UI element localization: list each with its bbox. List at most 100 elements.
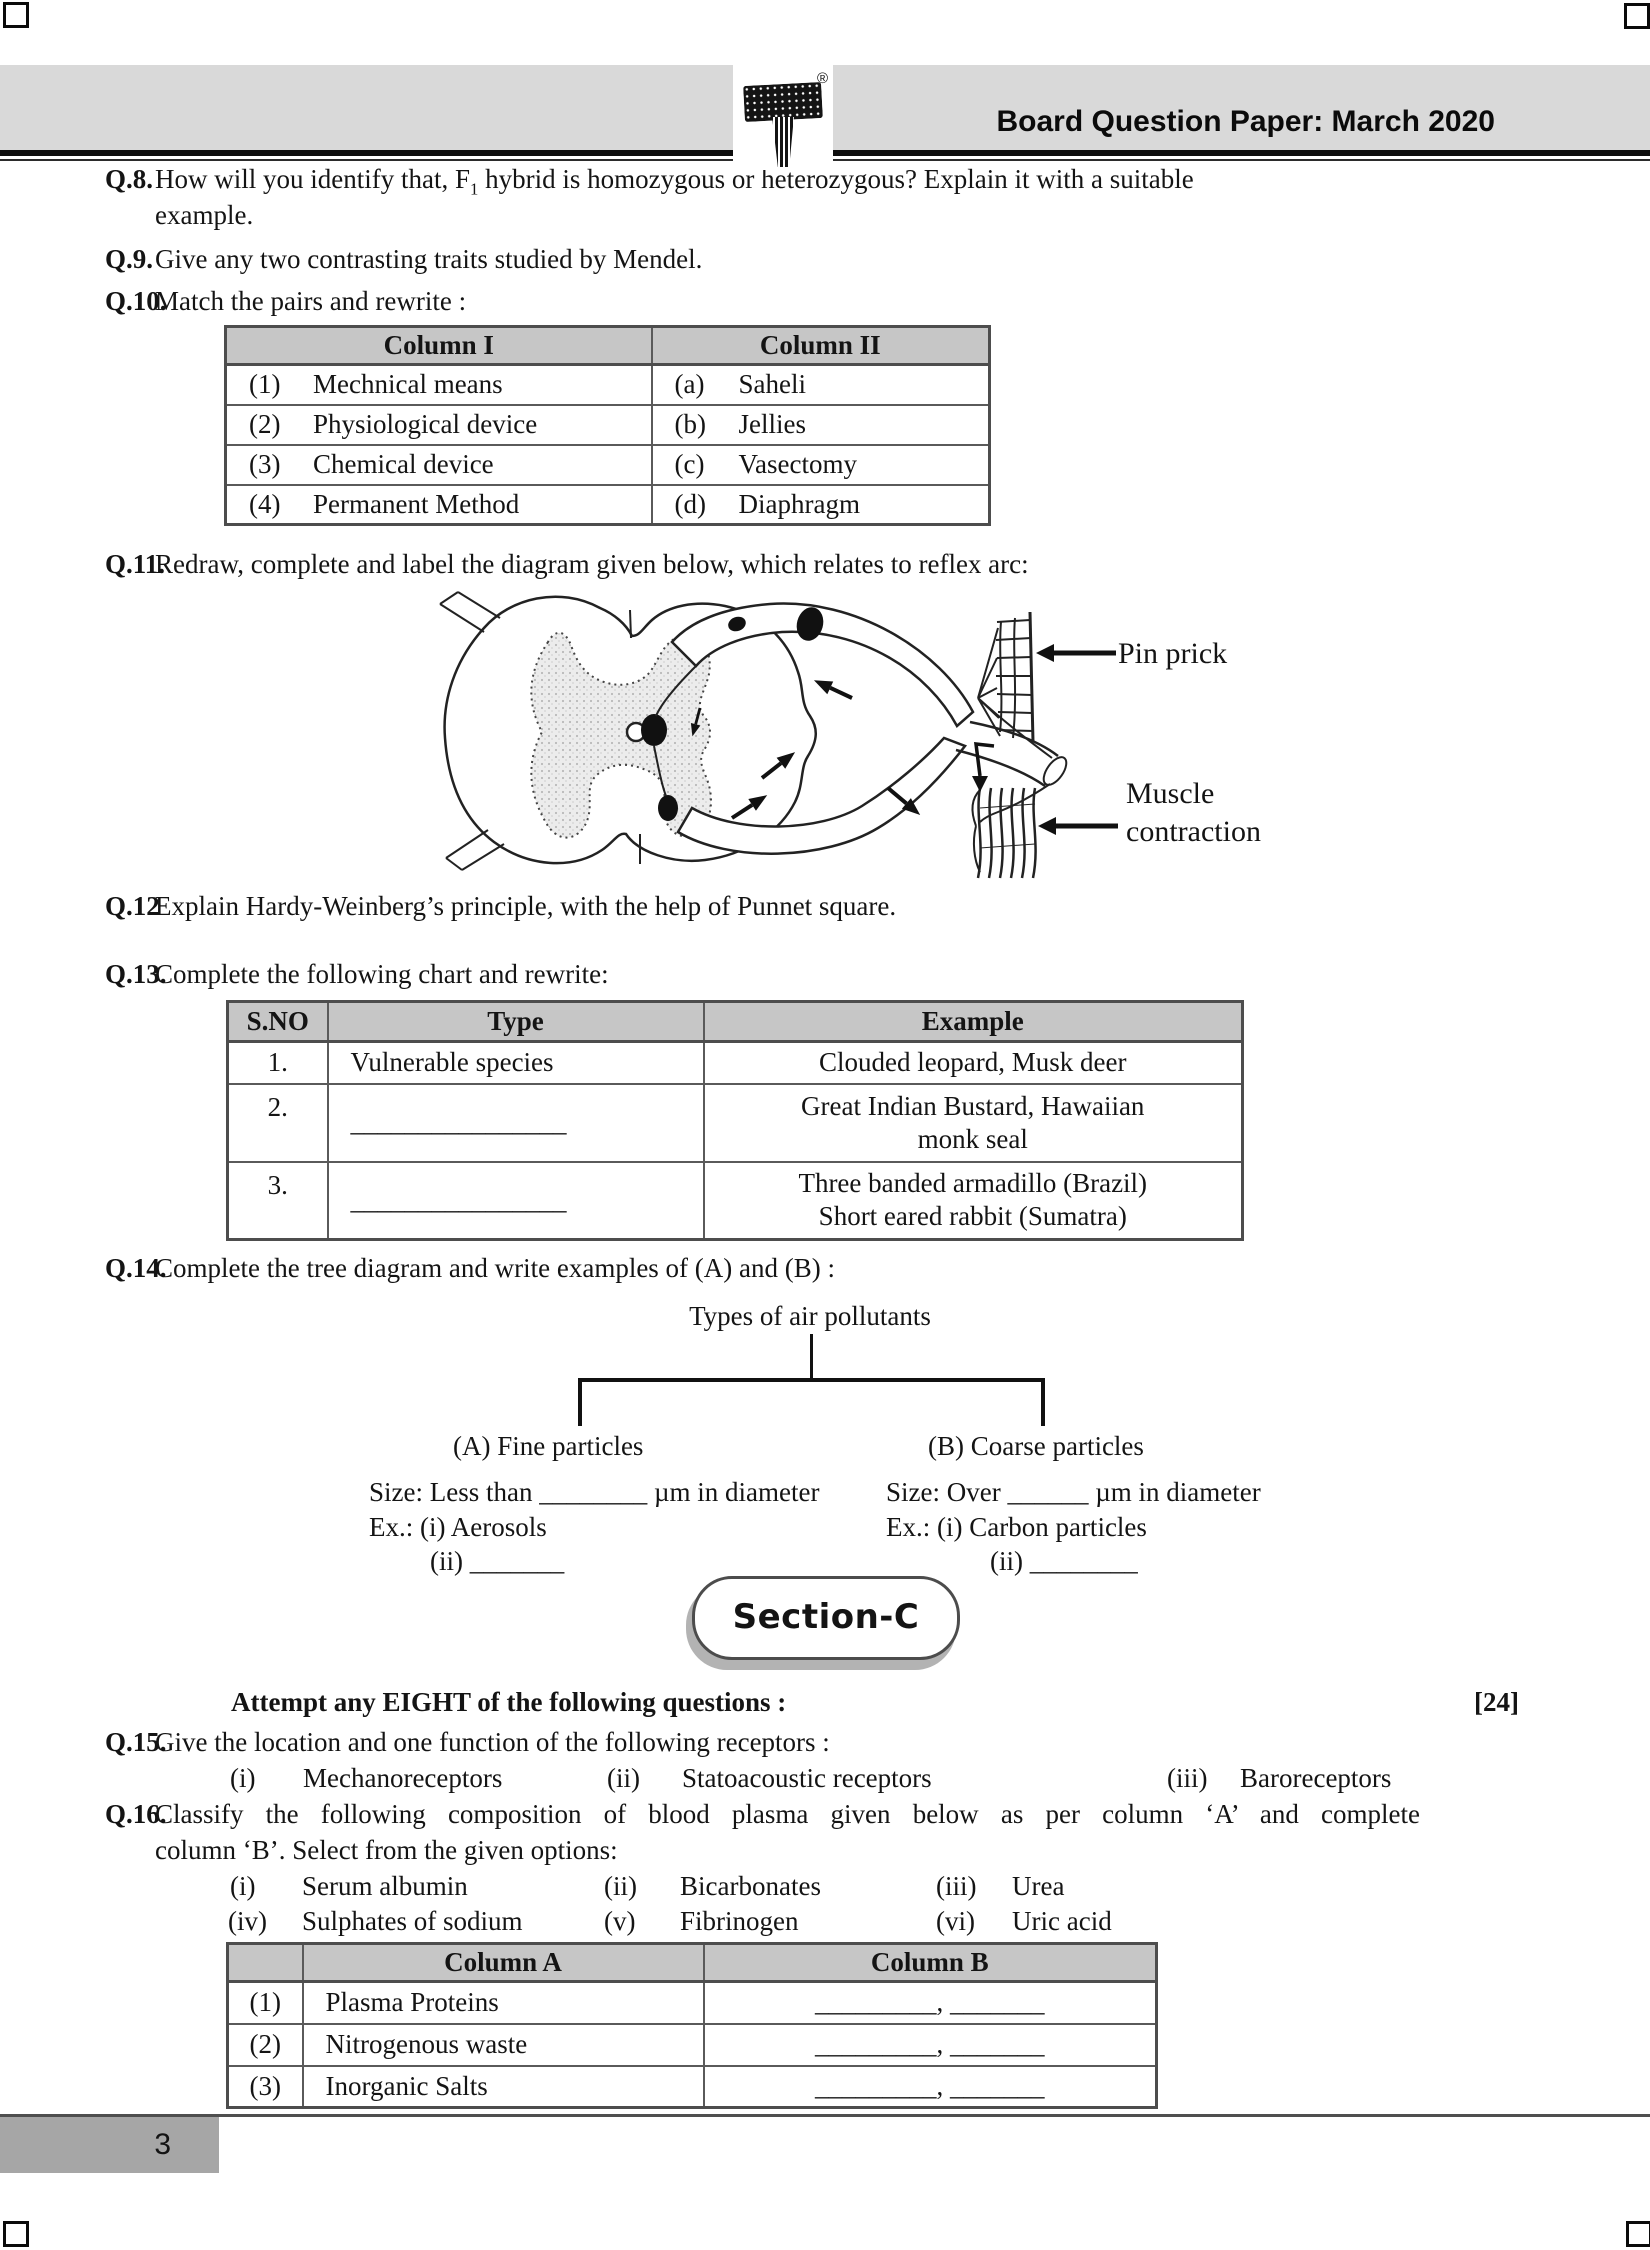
tree-b-size: Size: Over ______ µm in diameter <box>886 1477 1261 1507</box>
q15-option-num: (iii) <box>1167 1763 1208 1793</box>
column-b-blank: _________, _______ <box>702 2064 1158 2109</box>
table-row: (3) Inorganic Salts _________, _______ <box>226 2064 1158 2109</box>
q16-option-label: Fibrinogen <box>680 1906 799 1936</box>
blood-plasma-table: Column A Column B (1) Plasma Proteins __… <box>226 1942 1158 2109</box>
table-row: 2. ________________ Great Indian Bustard… <box>226 1082 1244 1163</box>
q16-option-num: (i) <box>230 1871 256 1901</box>
table-row: (2)Physiological device (b)Jellies <box>224 403 991 446</box>
match-pairs-table: Column I Column II (1)Mechnical means (a… <box>224 325 991 526</box>
q15-option-label: Baroreceptors <box>1240 1763 1392 1793</box>
table-row: (2) Nitrogenous waste _________, _______ <box>226 2022 1158 2067</box>
q16-option-num: (iv) <box>228 1906 267 1936</box>
example-line1: Great Indian Bustard, Hawaiian <box>801 1090 1145 1121</box>
cell-text: Saheli <box>738 369 807 400</box>
q15-option-label: Mechanoreceptors <box>303 1763 503 1793</box>
table-row: (4)Permanent Method (d)Diaphragm <box>224 483 991 526</box>
logo-hammer-head-icon <box>743 81 823 123</box>
example-line2: Short eared rabbit (Sumatra) <box>818 1201 1127 1232</box>
q15-text: Give the location and one function of th… <box>155 1727 830 1757</box>
q11-text: Redraw, complete and label the diagram g… <box>155 549 1029 579</box>
q13-text: Complete the following chart and rewrite… <box>155 959 609 989</box>
column-b-blank: _________, _______ <box>702 1980 1158 2025</box>
example-cell: Great Indian Bustard, Hawaiian monk seal <box>702 1082 1244 1163</box>
q16-option-num: (vi) <box>936 1906 975 1936</box>
q14-text: Complete the tree diagram and write exam… <box>155 1253 836 1283</box>
tree-branch-bar <box>578 1378 1045 1382</box>
row-number: (1) <box>249 369 281 400</box>
cell-text: Physiological device <box>313 409 538 440</box>
tree-a-example: Ex.: (i) Aerosols <box>369 1512 547 1542</box>
column-b-blank: _________, _______ <box>702 2022 1158 2067</box>
q16-option-label: Serum albumin <box>302 1871 468 1901</box>
q12-label: Q.12 <box>105 891 160 921</box>
type-header: Type <box>326 1000 705 1043</box>
reflex-arc-diagram <box>439 591 1118 879</box>
table-row: 1. Vulnerable species Clouded leopard, M… <box>226 1040 1244 1085</box>
q8-text-line1: How will you identify that, F1 hybrid is… <box>155 163 1435 200</box>
sno-cell: 3. <box>226 1160 329 1241</box>
page-number-box: 3 <box>0 2117 219 2173</box>
example-line2: monk seal <box>917 1123 1028 1154</box>
q14-label: Q.14. <box>105 1253 167 1283</box>
crop-mark-icon <box>3 2 29 28</box>
row-number: (3) <box>226 2064 304 2109</box>
q15-label: Q.15. <box>105 1727 167 1757</box>
page-number: 3 <box>154 2128 171 2161</box>
example-cell: Three banded armadillo (Brazil) Short ea… <box>702 1160 1244 1241</box>
footer-rule <box>0 2114 1650 2117</box>
marks-badge: [24] <box>1474 1687 1519 1717</box>
row-letter: (d) <box>674 488 706 519</box>
crop-mark-icon <box>1624 3 1650 29</box>
row-letter: (b) <box>674 409 706 440</box>
cell-text: Permanent Method <box>313 488 520 519</box>
tree-left-drop <box>578 1378 582 1426</box>
tree-node-a: (A) Fine particles <box>453 1431 644 1461</box>
row-number: (2) <box>249 409 281 440</box>
q8-text-line2: example. <box>155 200 254 230</box>
species-chart-table: S.NO Type Example 1. Vulnerable species … <box>226 1000 1244 1241</box>
tree-root-connector <box>810 1334 813 1378</box>
q8-label: Q.8. <box>105 164 154 194</box>
table-row: 3. ________________ Three banded armadil… <box>226 1160 1244 1241</box>
q10-label: Q.10. <box>105 286 167 316</box>
tree-root: Types of air pollutants <box>689 1301 931 1331</box>
column-b-header: Column B <box>702 1942 1158 1983</box>
row-number: (1) <box>226 1980 304 2025</box>
section-c-badge: Section-C <box>692 1576 960 1660</box>
tree-a-size: Size: Less than ________ µm in diameter <box>369 1477 820 1507</box>
crop-mark-icon <box>3 2221 29 2247</box>
q13-label: Q.13. <box>105 959 167 989</box>
q16-label: Q.16. <box>105 1799 167 1829</box>
q12-text: Explain Hardy-Weinberg’s principle, with… <box>155 891 897 921</box>
column-i-header: Column I <box>224 325 653 366</box>
q16-option-label: Urea <box>1012 1871 1065 1901</box>
tree-node-b: (B) Coarse particles <box>928 1431 1144 1461</box>
q16-option-num: (ii) <box>604 1871 637 1901</box>
page-title: Board Question Paper: March 2020 <box>996 105 1496 138</box>
column-a-cell: Plasma Proteins <box>301 1980 705 2025</box>
q15-option-num: (ii) <box>607 1763 640 1793</box>
type-cell: Vulnerable species <box>326 1040 705 1085</box>
cell-text: Mechnical means <box>313 369 503 400</box>
row-letter: (c) <box>674 449 705 480</box>
logo-hammer-stem-icon <box>772 117 794 167</box>
q16-option-label: Sulphates of sodium <box>302 1906 523 1936</box>
cell-text: Vasectomy <box>738 449 857 480</box>
cell-text: Diaphragm <box>738 488 860 519</box>
type-cell-blank: ________________ <box>326 1160 705 1241</box>
sno-cell: 2. <box>226 1082 329 1163</box>
q15-option-num: (i) <box>230 1763 256 1793</box>
q16-option-label: Uric acid <box>1012 1906 1112 1936</box>
empty-header <box>226 1942 304 1983</box>
tree-right-drop <box>1041 1378 1045 1426</box>
column-a-header: Column A <box>301 1942 705 1983</box>
q16-option-num: (v) <box>604 1906 636 1936</box>
row-number: (3) <box>249 449 281 480</box>
column-a-cell: Inorganic Salts <box>301 2064 705 2109</box>
q16-text-line1: Classify the following composition of bl… <box>155 1799 1420 1829</box>
table-row: (3)Chemical device (c)Vasectomy <box>224 443 991 486</box>
q15-option-label: Statoacoustic receptors <box>682 1763 932 1793</box>
registered-trademark-icon: ® <box>817 70 829 87</box>
tree-b-example: Ex.: (i) Carbon particles <box>886 1512 1147 1542</box>
